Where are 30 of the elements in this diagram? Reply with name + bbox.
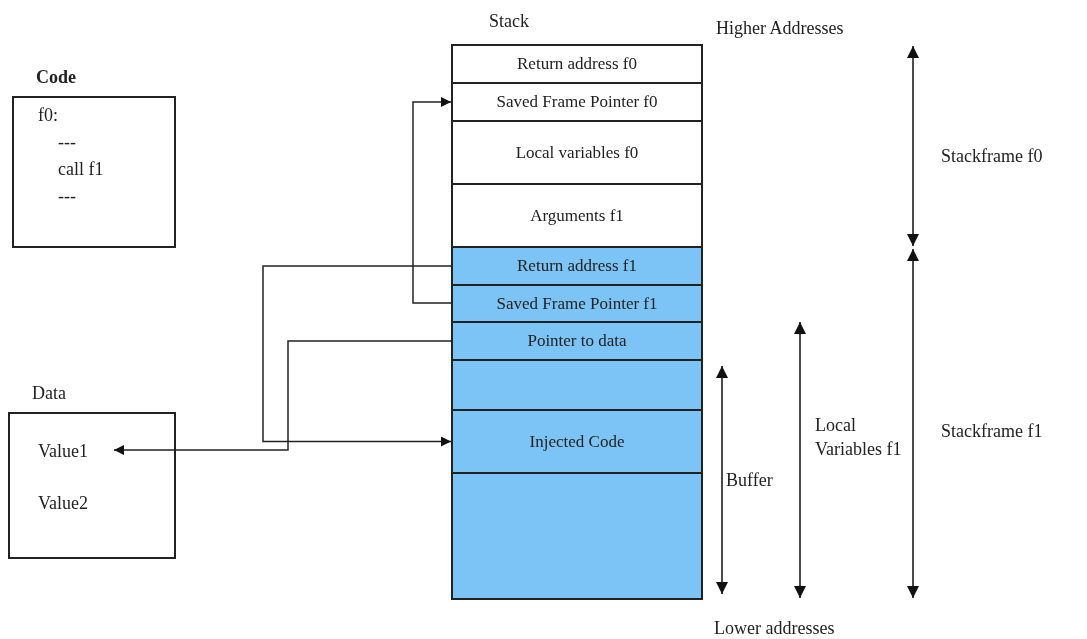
axis-label: Lower addresses [714, 617, 835, 639]
dimension-label: Stackframe f1 [941, 420, 1043, 443]
box-title: Data [32, 382, 66, 405]
pointer-arrow [412, 97, 452, 304]
box-title: Code [36, 66, 76, 89]
stack-cell: Return address f1 [451, 246, 703, 286]
dimension-label: Buffer [726, 469, 773, 492]
stack-title: Stack [489, 10, 529, 33]
code-line: --- [58, 132, 76, 152]
empty-stack-cell [451, 472, 703, 600]
code-line: f0: [38, 105, 58, 125]
code-line: call f1 [58, 159, 104, 179]
stack-cell: Injected Code [451, 409, 703, 474]
dimension-label: Stackframe f0 [941, 145, 1043, 168]
data-box [8, 412, 176, 559]
pointer-arrow [262, 265, 452, 447]
stack-cell: Saved Frame Pointer f0 [451, 82, 703, 122]
stack-cell: Local variables f0 [451, 120, 703, 185]
dimension-label: Local Variables f1 [815, 414, 903, 461]
code-box [12, 96, 176, 248]
stack-cell: Return address f0 [451, 44, 703, 84]
value-text: Value1 [38, 438, 116, 462]
stack-cell: Arguments f1 [451, 183, 703, 248]
stack-cell: Saved Frame Pointer f1 [451, 284, 703, 323]
empty-stack-cell [451, 359, 703, 411]
pointer-arrow [113, 340, 452, 455]
stack-cell: Pointer to data [451, 321, 703, 361]
code-line: --- [58, 186, 76, 206]
axis-label: Higher Addresses [716, 17, 844, 40]
value-text: Value2 [38, 493, 88, 513]
